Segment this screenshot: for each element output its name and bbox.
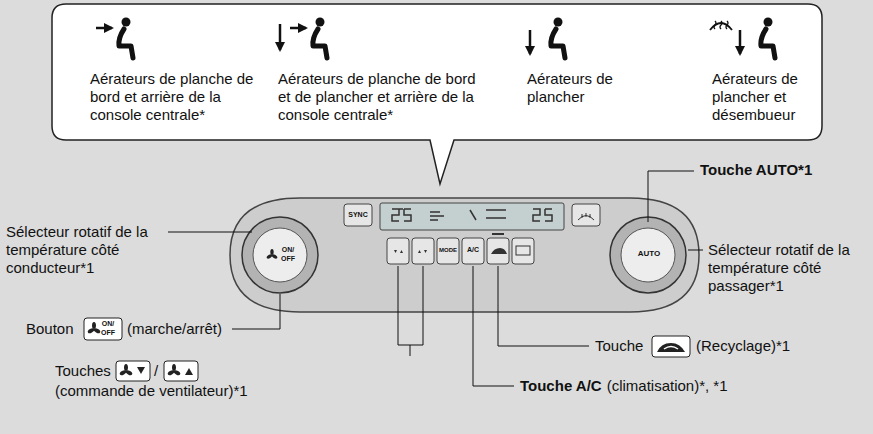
passenger-knob: [610, 217, 686, 293]
button-label: (marche/arrêt): [127, 320, 222, 338]
button-label: Touches: [55, 362, 111, 380]
icon-text: OFF: [101, 329, 115, 336]
vent-mode-label: Aérateurs de planche de bord et de planc…: [278, 70, 483, 124]
panel-text: AUTO: [638, 250, 661, 258]
button-label: Touche: [595, 337, 643, 355]
knob-label: Sélecteur rotatif de la température côté…: [6, 223, 166, 277]
button-row: [387, 238, 534, 264]
panel-text: ON/: [282, 246, 294, 253]
panel-text: SYNC: [348, 211, 367, 218]
driver-knob: [242, 217, 318, 293]
button-label: /: [154, 362, 158, 380]
driver-knob-cap: [253, 228, 307, 282]
button-label: Touche AUTO*1: [700, 161, 812, 179]
panel-text: A/C: [467, 246, 479, 253]
panel-text: OFF: [281, 255, 295, 262]
front-defrost-button: [572, 204, 600, 226]
label-icons: [84, 318, 690, 381]
button-glyphs: [394, 233, 530, 255]
vent-mode-label: Aérateurs de plancher: [527, 70, 645, 106]
button-label: Bouton: [26, 320, 74, 338]
vent-mode-icons: [96, 18, 775, 59]
vent-mode-label: Aérateurs de plancher et désembueur: [712, 70, 820, 124]
panel-body: [230, 198, 699, 312]
defrost-mini-icon: [578, 213, 594, 220]
display-segments: [392, 209, 552, 221]
knob-fan-icon: [266, 249, 278, 259]
knob-label: Sélecteur rotatif de la température côté…: [708, 241, 868, 295]
leader-lines: [168, 171, 703, 386]
passenger-knob-cap: [621, 228, 675, 282]
callout-bubble: Aérateurs de planche de bord et arrière …: [52, 4, 822, 140]
vent-mode-label: Aérateurs de planche de bord et arrière …: [90, 70, 262, 124]
panel-text: MODE: [439, 247, 457, 253]
button-label: (commande de ventilateur)*1: [55, 382, 248, 400]
button-label: (Recyclage)*1: [696, 337, 790, 355]
button-label: Touche A/C: [520, 377, 602, 395]
sync-button: [344, 204, 372, 226]
button-label: (climatisation)*, *1: [607, 377, 728, 395]
icon-text: ON/: [102, 320, 114, 327]
display: [380, 203, 564, 230]
bubble-border: [52, 4, 822, 184]
